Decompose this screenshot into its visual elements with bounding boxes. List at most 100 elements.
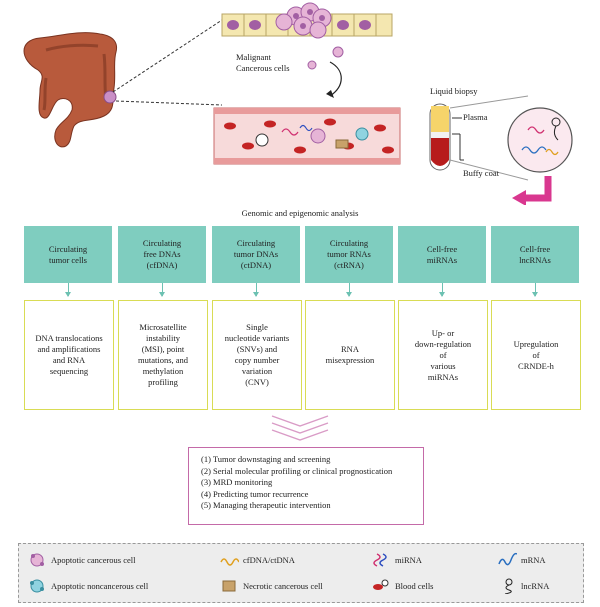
legend-item: cfDNA/ctDNA <box>219 552 295 568</box>
result-line: Single <box>246 322 268 332</box>
result-line: of <box>439 349 447 360</box>
outcome-item: (4) Predicting tumor recurrence <box>201 488 309 499</box>
outcome-item: (1) Tumor downstaging and screening <box>201 454 331 464</box>
result-line: RNA <box>341 344 359 354</box>
malignant-cells-label: Malignant Cancerous cells <box>236 52 316 74</box>
result-line: Up- or <box>431 327 455 338</box>
category-line: Circulating <box>236 238 276 248</box>
result-line: miRNAs <box>427 371 459 382</box>
liquid-biopsy-label: Liquid biopsy <box>430 86 478 96</box>
result-line: (SNVs) and <box>236 344 278 354</box>
result-line: down-regulation <box>414 338 472 349</box>
legend-item: mRNA <box>497 552 546 568</box>
apoptotic-noncancerous-cell-icon <box>30 579 44 593</box>
category-line: free DNAs <box>143 249 181 259</box>
result-line: and RNA <box>52 355 86 365</box>
legend-label: lncRNA <box>521 581 550 591</box>
result-line: nucleotide variants <box>224 333 290 343</box>
category-line: (ctDNA) <box>240 260 272 270</box>
category-line: (cfDNA) <box>146 260 178 270</box>
necrotic-cell-icon <box>222 580 236 592</box>
plasma-label: Plasma <box>463 112 488 122</box>
legend-label: Necrotic cancerous cell <box>243 581 323 591</box>
category-line: Cell-free <box>519 243 551 254</box>
clinical-outcomes-box: (1) Tumor downstaging and screening (2) … <box>188 447 424 525</box>
category-line: (ctRNA) <box>334 260 364 270</box>
legend-item: Apoptotic cancerous cell <box>27 552 136 568</box>
result-line: instability <box>146 333 180 343</box>
pink-arrow-icon <box>512 176 552 205</box>
arrow-down-icon <box>65 292 71 297</box>
magnified-plasma-icon <box>507 107 573 173</box>
category-line: tumor RNAs <box>327 249 371 259</box>
test-tube-icon <box>429 103 464 171</box>
result-line: DNA translocations <box>35 333 103 343</box>
result-line: various <box>430 360 456 371</box>
result-line: Upregulation <box>513 338 559 349</box>
legend-label: Blood cells <box>395 581 434 591</box>
mrna-icon <box>498 552 517 566</box>
legend: Apoptotic cancerous cell cfDNA/ctDNA miR… <box>18 543 584 603</box>
legend-item: Necrotic cancerous cell <box>219 578 323 594</box>
result-line: CRNDE-h <box>518 360 554 371</box>
category-line: lncRNAs <box>519 254 551 265</box>
legend-label: cfDNA/ctDNA <box>243 555 295 565</box>
connector <box>256 283 257 296</box>
category-line: Circulating <box>329 238 369 248</box>
chevron-down-icon <box>271 415 329 441</box>
result-line: variation <box>241 366 273 376</box>
lncrna-icon <box>504 578 513 594</box>
buffy-coat-label: Buffy coat <box>463 168 499 178</box>
result-line: and amplifications <box>37 344 101 354</box>
legend-item: Apoptotic noncancerous cell <box>27 578 148 594</box>
result-line: copy number <box>234 355 280 365</box>
legend-item: lncRNA <box>497 578 549 594</box>
arrow-down-icon <box>253 292 259 297</box>
legend-item: Blood cells <box>371 578 433 594</box>
category-line: Circulating <box>48 243 88 254</box>
category-line: Circulating <box>142 238 182 248</box>
result-line: (CNV) <box>245 377 269 387</box>
apoptotic-cancerous-cell-icon <box>30 553 44 567</box>
result-line: Microsatellite <box>139 322 187 332</box>
connector <box>535 283 536 296</box>
blood-cells-icon <box>373 579 389 590</box>
result-line: (MSI), point <box>141 344 185 354</box>
outcome-item: (2) Serial molecular profiling or clinic… <box>201 465 393 476</box>
connector <box>162 283 163 296</box>
arrow-down-icon <box>159 292 165 297</box>
legend-label: Apoptotic noncancerous cell <box>51 581 149 591</box>
outcome-item: (5) Managing therapeutic intervention <box>201 500 331 511</box>
connector <box>349 283 350 296</box>
legend-item: miRNA <box>371 552 422 568</box>
tumor-site-icon <box>103 90 117 104</box>
cfdna-icon <box>220 558 239 566</box>
connector <box>68 283 69 296</box>
legend-label: mRNA <box>521 555 546 565</box>
malignant-text: Malignant <box>236 52 271 62</box>
arrow-down-icon <box>439 292 445 297</box>
legend-label: miRNA <box>395 555 422 565</box>
arrow-down-icon <box>346 292 352 297</box>
blood-vessel-icon <box>213 107 401 165</box>
result-line: misexpression <box>325 355 375 365</box>
category-line: Cell-free <box>426 243 458 254</box>
category-line: tumor DNAs <box>233 249 279 259</box>
result-line: methylation <box>142 366 184 376</box>
result-line: mutations, and <box>137 355 189 365</box>
arrow-down-icon <box>532 292 538 297</box>
genomic-analysis-title: Genomic and epigenomic analysis <box>241 208 359 218</box>
result-line: sequencing <box>49 366 89 376</box>
connector <box>442 283 443 296</box>
legend-label: Apoptotic cancerous cell <box>51 555 136 565</box>
mirna-icon <box>373 553 387 567</box>
